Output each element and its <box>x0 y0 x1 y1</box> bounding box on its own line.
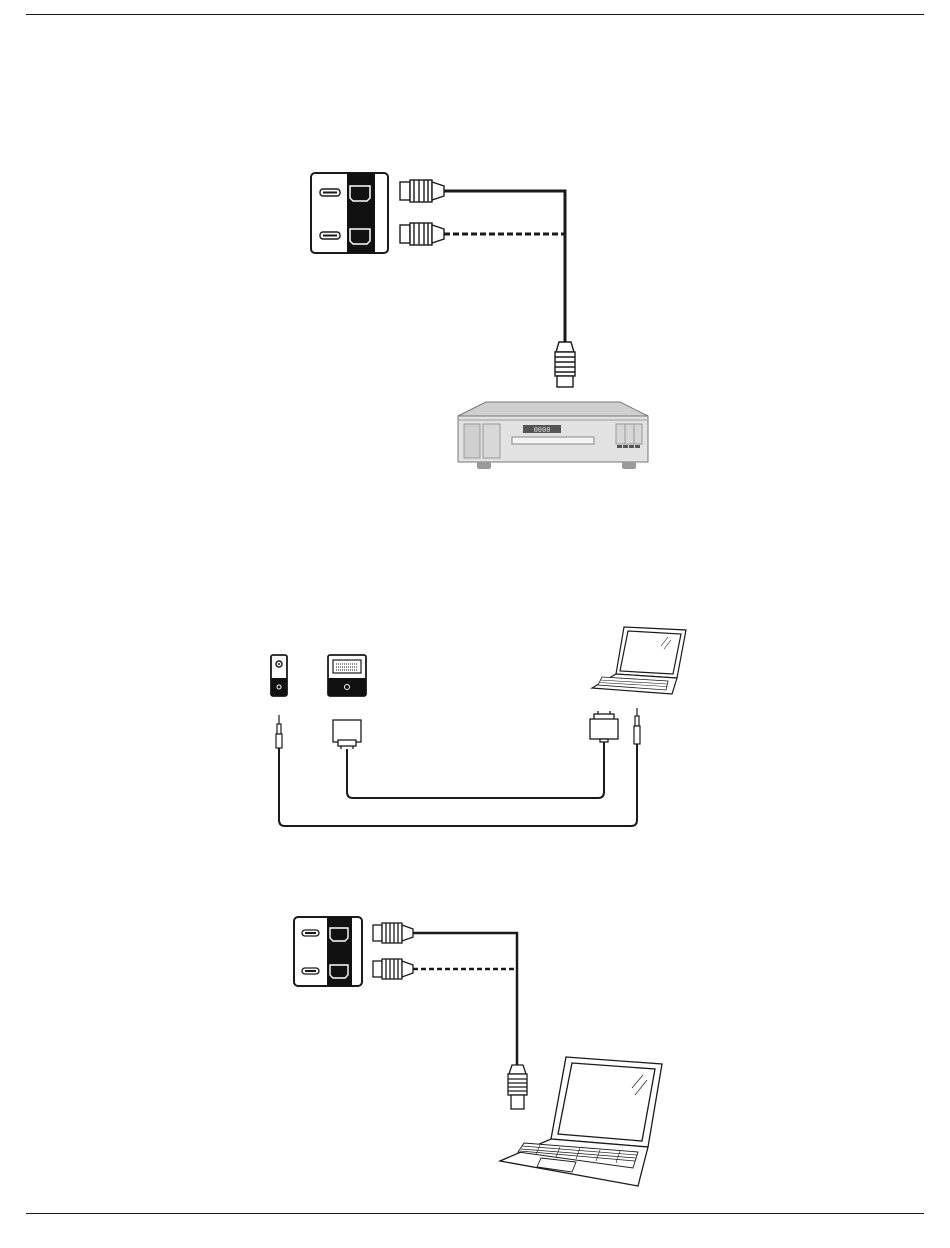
hdmi-plug-solid <box>400 180 444 202</box>
hdmi-socket-icon <box>350 229 370 244</box>
hdmi-port-icon <box>320 232 340 239</box>
diagram-hdmi-to-laptop <box>294 917 662 1186</box>
audio-cable <box>279 744 637 826</box>
hdmi-socket-icon <box>350 186 370 201</box>
hdmi-plug-device <box>555 342 575 387</box>
laptop-small <box>592 627 686 694</box>
hdmi-cable <box>444 191 565 342</box>
hdmi-plug-dashed <box>400 223 444 245</box>
dvi-plug-left <box>333 720 361 749</box>
diagram-dvi-audio-to-laptop <box>271 627 686 826</box>
hdmi-port-icon <box>302 968 319 974</box>
hdmi-plug-device <box>508 1065 527 1109</box>
player-display-text: 0000 <box>534 426 551 434</box>
dvi-port <box>328 655 366 696</box>
hdmi-port-panel <box>311 173 388 253</box>
hdmi-port-panel <box>294 917 362 986</box>
hdmi-cable <box>413 933 517 1065</box>
dvi-cable <box>347 741 604 798</box>
av-player: 0000 <box>458 402 648 469</box>
audio-jack-port <box>271 655 287 696</box>
hdmi-port-icon <box>320 189 340 196</box>
dvi-plug-right <box>590 711 618 742</box>
hdmi-plug-solid <box>373 923 413 943</box>
audio-plug-right <box>634 708 640 744</box>
diagram-hdmi-to-player: 0000 <box>311 173 648 469</box>
hdmi-plug-dashed <box>373 959 413 979</box>
hdmi-port-icon <box>302 930 319 936</box>
audio-plug-left <box>276 715 282 748</box>
hdmi-socket-icon <box>330 928 348 941</box>
hdmi-socket-icon <box>330 965 348 978</box>
